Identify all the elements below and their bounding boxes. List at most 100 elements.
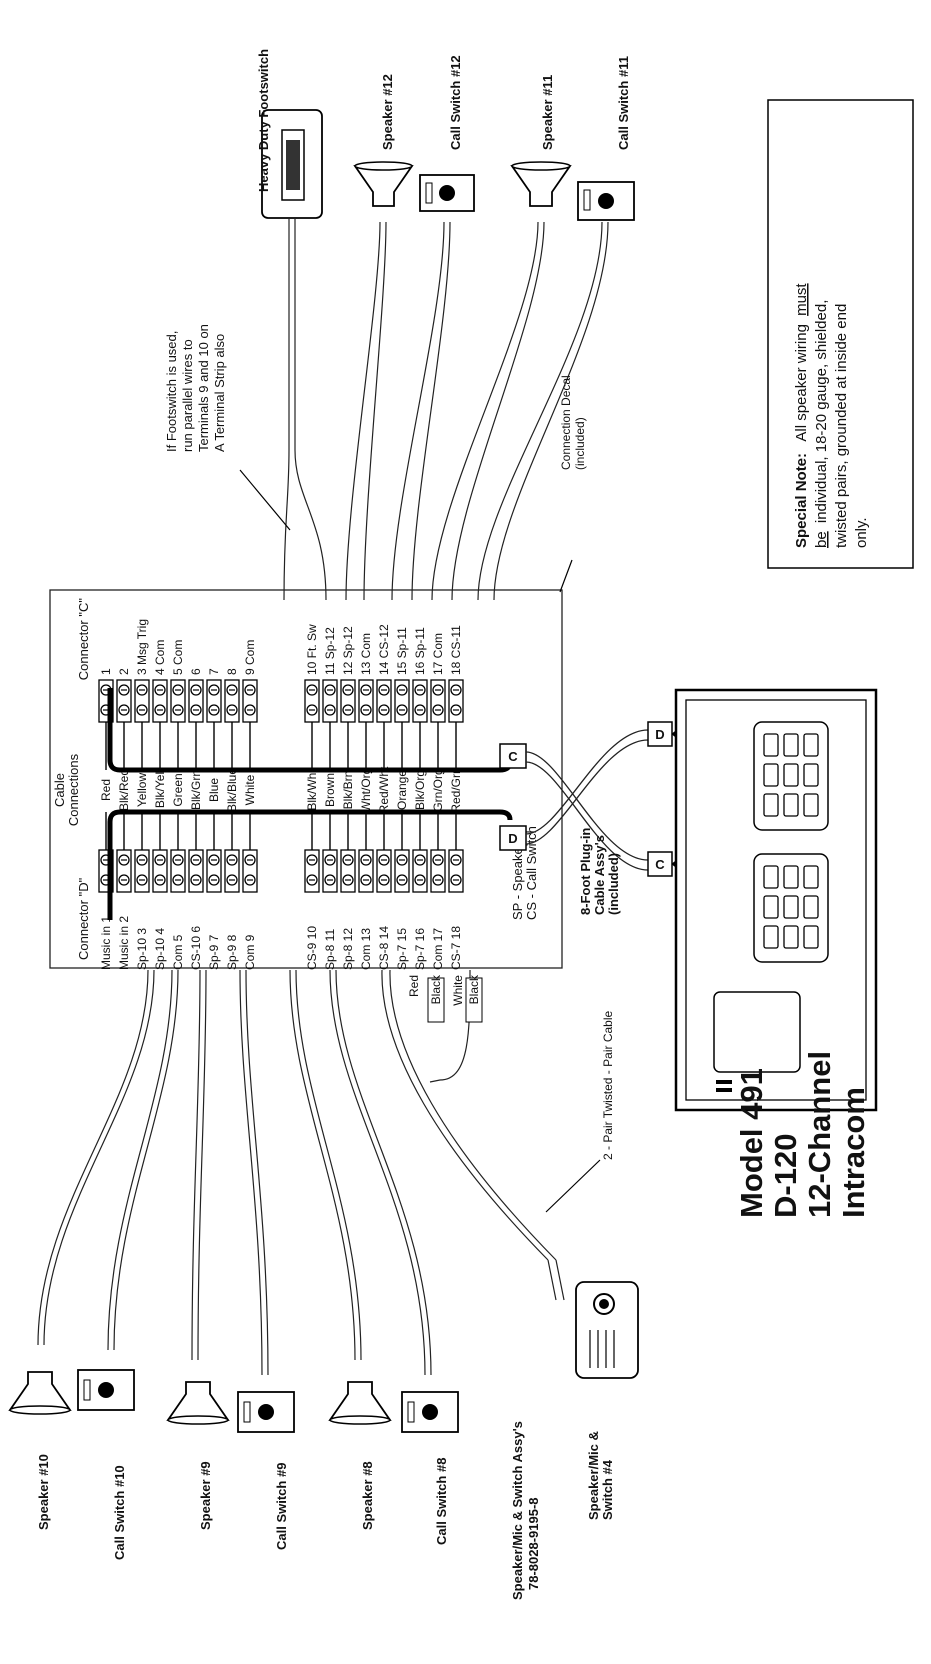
connector-c-terminal: 10 Ft. Sw	[305, 624, 319, 675]
console-key	[783, 793, 799, 817]
svg-text:only.: only.	[853, 517, 870, 548]
mic-4-label-2: Switch #4	[600, 1459, 615, 1520]
special-note-text: Special Note: All speaker wiring must be…	[793, 283, 870, 548]
mic-assy-label-1: Speaker/Mic & Switch Assy's	[510, 1421, 525, 1600]
terminal-screw	[358, 849, 374, 893]
terminal-screw	[412, 679, 428, 723]
console-key	[783, 925, 799, 949]
terminal-screw	[134, 679, 150, 723]
terminal-screw	[224, 849, 240, 893]
special-note-box	[767, 99, 914, 569]
terminal-screw	[430, 679, 446, 723]
console-key	[783, 865, 799, 889]
console-key	[763, 925, 779, 949]
mic-wire-black-2: Black	[467, 974, 481, 1004]
connector-c-terminal: 3 Msg Trig	[135, 619, 149, 675]
plug-in-label-2: Cable Assy's	[592, 835, 607, 915]
terminal-screw	[242, 849, 258, 893]
connector-d-terminal: Com 17	[431, 928, 445, 970]
speaker-11-label: Speaker #11	[540, 75, 555, 150]
decal-note-2: (included)	[573, 417, 587, 470]
terminal-screw	[394, 679, 410, 723]
speaker-9-horn	[166, 1381, 230, 1425]
connector-d-terminal: Music in 2	[117, 916, 131, 970]
console-key	[803, 793, 819, 817]
connector-c-label: Connector "C"	[76, 598, 91, 681]
decal-note-1: Connection Decal	[559, 375, 573, 470]
speaker-12-horn	[353, 161, 414, 207]
svg-text:C: C	[508, 749, 518, 764]
speaker-12-label: Speaker #12	[380, 74, 395, 150]
title-12-channel: 12-Channel	[802, 1051, 837, 1218]
cable-color-d: Grn/Org	[431, 768, 445, 811]
console-key	[763, 895, 779, 919]
terminal-screw	[206, 679, 222, 723]
connector-c-terminal: 17 Com	[431, 633, 445, 675]
connector-d-terminal: Com 13	[359, 928, 373, 970]
footswitch-note-3: Terminals 9 and 10 on	[196, 324, 211, 452]
terminal-screw	[304, 679, 320, 723]
console-key	[763, 793, 779, 817]
speaker-8-horn	[328, 1381, 392, 1425]
cable-color-d: Blk/Org	[413, 770, 427, 810]
cable-color-c: Blk/Grn	[189, 770, 203, 810]
connector-c-terminal: 15 Sp-11	[395, 627, 409, 675]
legend-speaker: SP - Speaker	[510, 842, 525, 920]
connector-d-terminal: Sp-10 4	[153, 928, 167, 970]
connector-d-terminal: Sp-8 11	[323, 929, 337, 970]
call-switch-11-label: Call Switch #11	[616, 56, 631, 150]
svg-text:twisted pairs, grounded at ins: twisted pairs, grounded at inside end	[833, 304, 850, 548]
svg-text:D: D	[655, 727, 664, 742]
connector-c-terminal: 18 CS-11	[449, 625, 463, 675]
connector-d-strip	[98, 812, 464, 893]
svg-text:Special Note: All speake: Special Note: All speaker wiring must	[793, 283, 810, 548]
twisted-pair-arrow	[545, 1159, 601, 1213]
mic-assy-label-2: 78-8028-9195-8	[526, 1497, 541, 1590]
speaker-10-label: Speaker #10	[36, 1454, 51, 1530]
title-intracom: Intracom	[836, 1087, 871, 1218]
legend-call-switch: CS - Call Switch	[524, 826, 539, 920]
terminal-screw	[412, 849, 428, 893]
speaker-9-label: Speaker #9	[198, 1461, 213, 1530]
connector-d-terminal: Sp-7 15	[395, 928, 409, 970]
connector-c-terminal: 2	[117, 668, 131, 675]
cable-color-c: Red	[99, 779, 113, 801]
svg-text:D: D	[508, 831, 517, 846]
heavy-duty-footswitch-device	[261, 109, 323, 219]
mic-wire-tags	[427, 977, 483, 1023]
terminal-screw	[304, 849, 320, 893]
console-key	[803, 925, 819, 949]
plug-c-console: C	[647, 851, 673, 877]
cable-color-d: Red/Grn	[449, 767, 463, 812]
heavy-duty-footswitch-label: Heavy Duty Footswitch	[256, 49, 271, 192]
cable-color-c: Green	[171, 773, 185, 806]
console-key	[803, 733, 819, 757]
console-key	[763, 763, 779, 787]
footswitch-note-2: run parallel wires to	[180, 339, 195, 452]
call-switch-10-label: Call Switch #10	[112, 1465, 127, 1560]
terminal-screw	[358, 679, 374, 723]
mic-wire-white: White	[451, 975, 465, 1006]
connector-c-terminal: 5 Com	[171, 640, 185, 675]
cable-bundle-d	[107, 809, 513, 920]
terminal-screw	[242, 679, 258, 723]
call-switch-12-label: Call Switch #12	[448, 55, 463, 150]
terminal-screw	[322, 849, 338, 893]
plug-in-label-3: (included)	[606, 853, 621, 915]
terminal-screw	[448, 679, 464, 723]
console-key	[763, 733, 779, 757]
connector-c-terminal: 1	[99, 668, 113, 675]
call-switch-9-label: Call Switch #9	[274, 1463, 289, 1550]
footswitch-note-4: A Terminal Strip also	[212, 334, 227, 452]
decal-note-arrow	[559, 559, 573, 593]
twisted-pair-note: 2 - Pair Twisted - Pair Cable	[601, 1011, 615, 1160]
terminal-screw	[394, 849, 410, 893]
mic-wire-red: Red	[407, 975, 421, 997]
terminal-screw	[188, 679, 204, 723]
cable-connections-label-2: Connections	[66, 753, 81, 826]
connector-d-terminal: Music in 1	[99, 916, 113, 970]
